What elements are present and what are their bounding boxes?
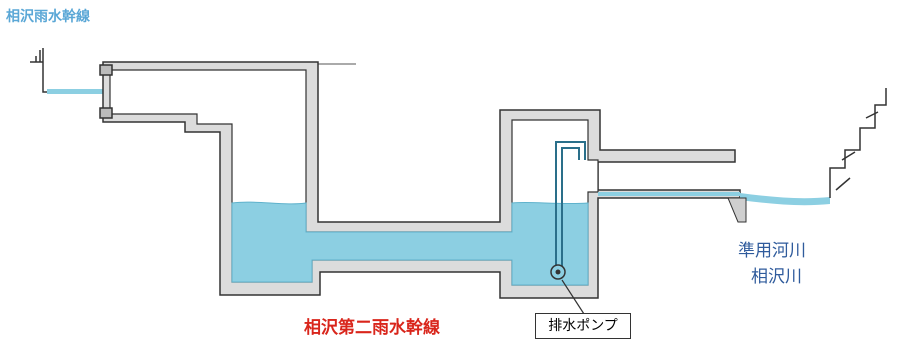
- outlet-apron: [727, 197, 747, 223]
- inlet-detail: [99, 64, 113, 119]
- left-bank: [30, 48, 50, 93]
- river-name-label: 相沢川: [751, 267, 802, 287]
- pump-pipe: [555, 141, 586, 268]
- second-trunk-label: 相沢第二雨水幹線: [304, 318, 440, 338]
- water-fill: [231, 201, 589, 286]
- upstream-water: [47, 89, 103, 94]
- pump-leader-line: [561, 279, 585, 315]
- right-bank: [829, 88, 887, 198]
- river-class-label: 準用河川: [738, 241, 806, 261]
- upstream-sewer-label: 相沢雨水幹線: [6, 9, 90, 25]
- pump-label: 排水ポンプ: [535, 313, 631, 339]
- river-water: [740, 193, 830, 206]
- outlet-water: [598, 192, 740, 196]
